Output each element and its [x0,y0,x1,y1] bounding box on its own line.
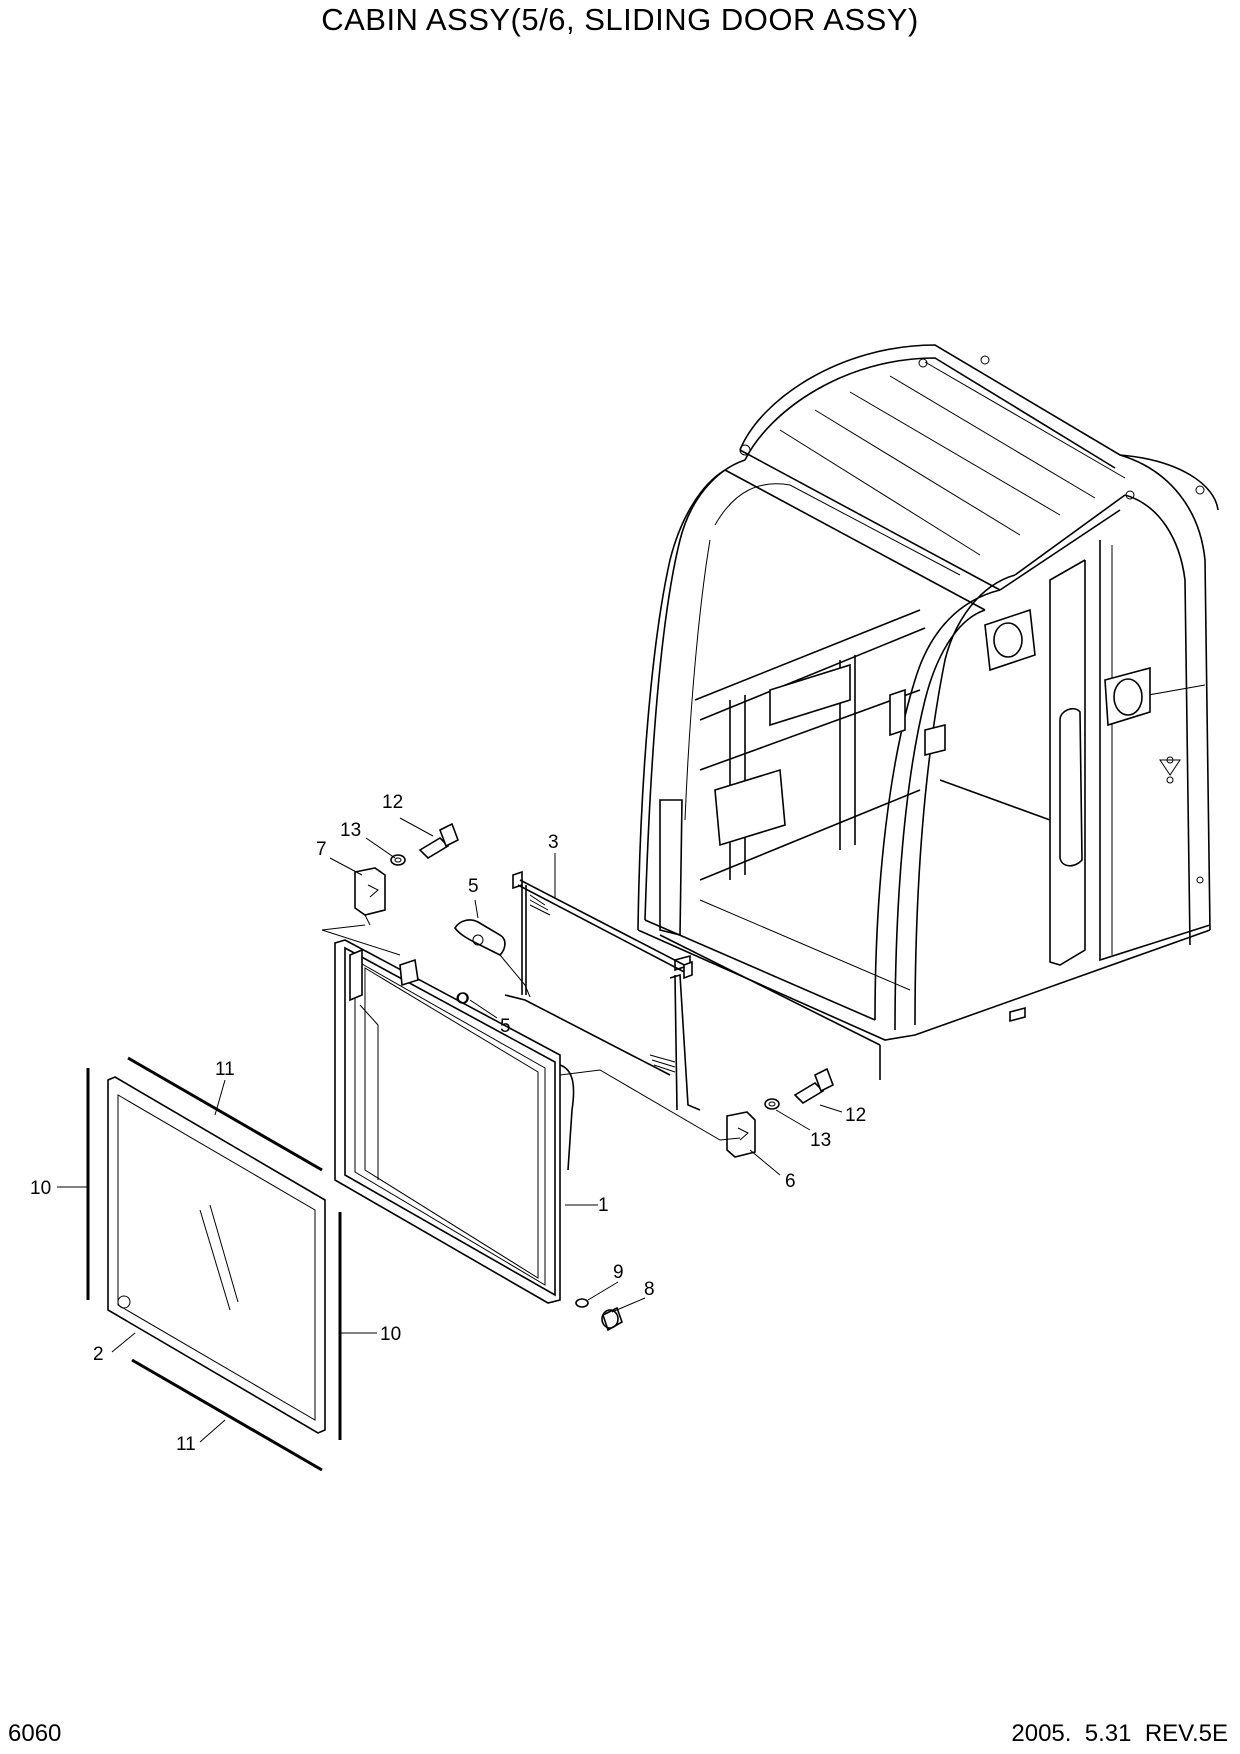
leader-lines [57,817,843,1443]
handle-screw [457,992,469,1004]
callout-9: 9 [613,1262,624,1283]
callout-10-left: 10 [30,1178,51,1199]
door-handle [454,919,506,956]
bracket-lower [726,1111,756,1158]
glass-seals [86,1056,342,1472]
callout-5-upper: 5 [468,876,479,897]
callout-10-right: 10 [380,1324,401,1345]
callout-7: 7 [316,839,327,860]
callout-12-upper: 12 [382,792,403,813]
callout-11-lower: 11 [176,1434,196,1455]
callout-13-lower: 13 [810,1130,831,1151]
callout-2: 2 [93,1344,104,1365]
washer-lower [764,1098,780,1110]
callout-6: 6 [785,1171,796,1192]
roller-screen [504,870,701,1111]
callout-13-upper: 13 [340,820,361,841]
bolt-upper [418,822,460,860]
callout-11-upper: 11 [215,1059,235,1080]
callout-3: 3 [548,832,559,853]
callout-1: 1 [598,1195,609,1216]
callout-5-lower: 5 [500,1016,511,1037]
callout-8: 8 [644,1279,655,1300]
page-number: 6060 [8,1720,62,1747]
bolt-lower [793,1067,835,1105]
page-title: CABIN ASSY(5/6, SLIDING DOOR ASSY) [321,2,919,37]
callout-labels: 12 13 7 3 5 5 11 10 1 12 13 6 9 8 10 2 1… [30,792,866,1455]
revision-date: 2005. 5.31 REV.5E [1011,1720,1228,1747]
roller [601,1306,623,1332]
roller-washer [575,1298,589,1308]
washer-upper [390,854,406,866]
sliding-door-frame [334,939,575,1304]
assembly-guide-lines [321,924,741,1141]
cabin-frame [637,344,1219,1080]
bracket-upper [354,867,386,926]
door-glass [107,1076,326,1434]
callout-12-lower: 12 [845,1105,866,1126]
